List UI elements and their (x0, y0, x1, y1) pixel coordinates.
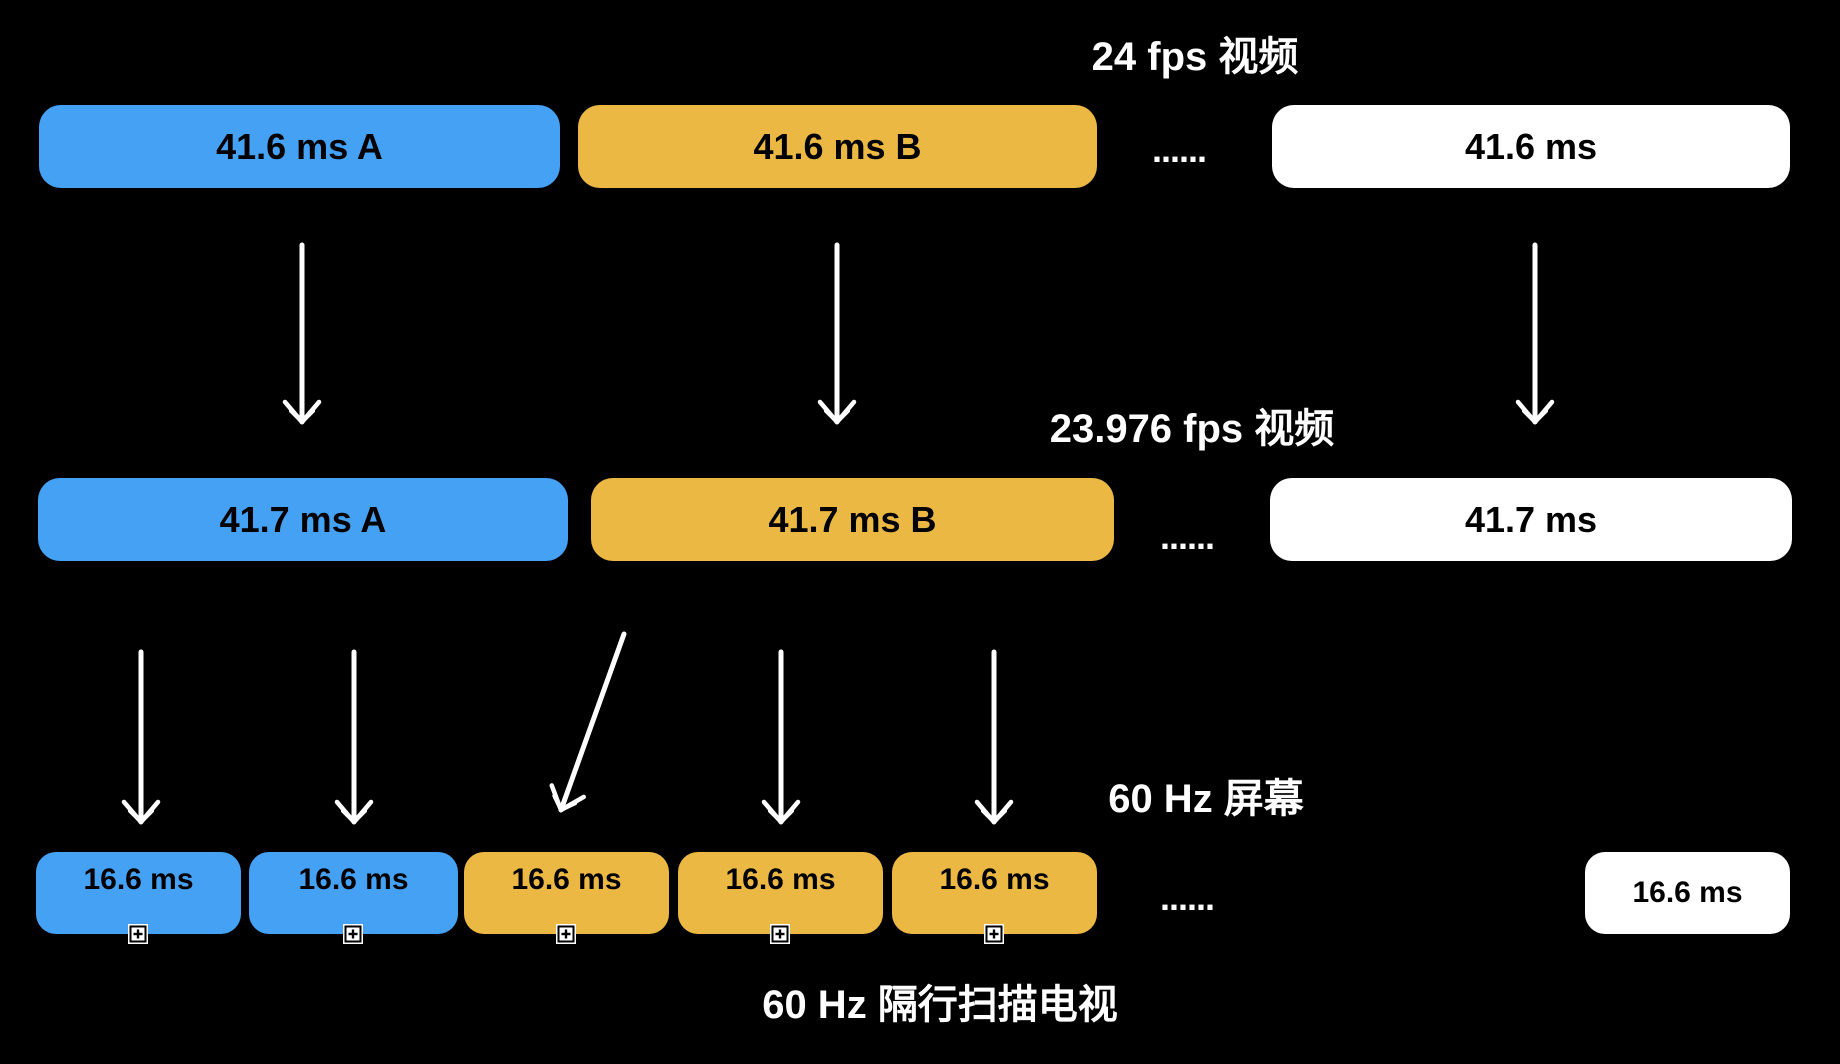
frame-a-23976fps: 41.7 ms A (38, 478, 568, 561)
field-1: 16.6 ms (36, 852, 241, 934)
frame-n-24fps: 41.6 ms (1272, 105, 1790, 188)
label-24fps-video: 24 fps 视频 (1091, 35, 1299, 79)
expand-plus-icon[interactable] (770, 924, 790, 944)
expand-plus-icon[interactable] (128, 924, 148, 944)
expand-plus-icon[interactable] (984, 924, 1004, 944)
frame-n-23976fps: 41.7 ms (1270, 478, 1792, 561)
field-n: 16.6 ms (1585, 852, 1790, 934)
frame-b-24fps: 41.6 ms B (578, 105, 1097, 188)
ellipsis-row1: ...... (1152, 129, 1207, 170)
field-4: 16.6 ms (678, 852, 883, 934)
field-2: 16.6 ms (249, 852, 458, 934)
expand-plus-icon[interactable] (556, 924, 576, 944)
label-23976fps-video: 23.976 fps 视频 (1049, 407, 1335, 451)
field-5: 16.6 ms (892, 852, 1097, 934)
ellipsis-row2: ...... (1160, 516, 1215, 557)
label-60hz-interlaced-tv: 60 Hz 隔行扫描电视 (762, 983, 1118, 1027)
label-60hz-screen: 60 Hz 屏幕 (1108, 777, 1304, 821)
frame-a-24fps: 41.6 ms A (39, 105, 560, 188)
field-3: 16.6 ms (464, 852, 669, 934)
arrow-field-3-diagonal (549, 631, 627, 813)
expand-plus-icon[interactable] (343, 924, 363, 944)
frame-b-23976fps: 41.7 ms B (591, 478, 1114, 561)
ellipsis-row3: ...... (1160, 877, 1215, 918)
